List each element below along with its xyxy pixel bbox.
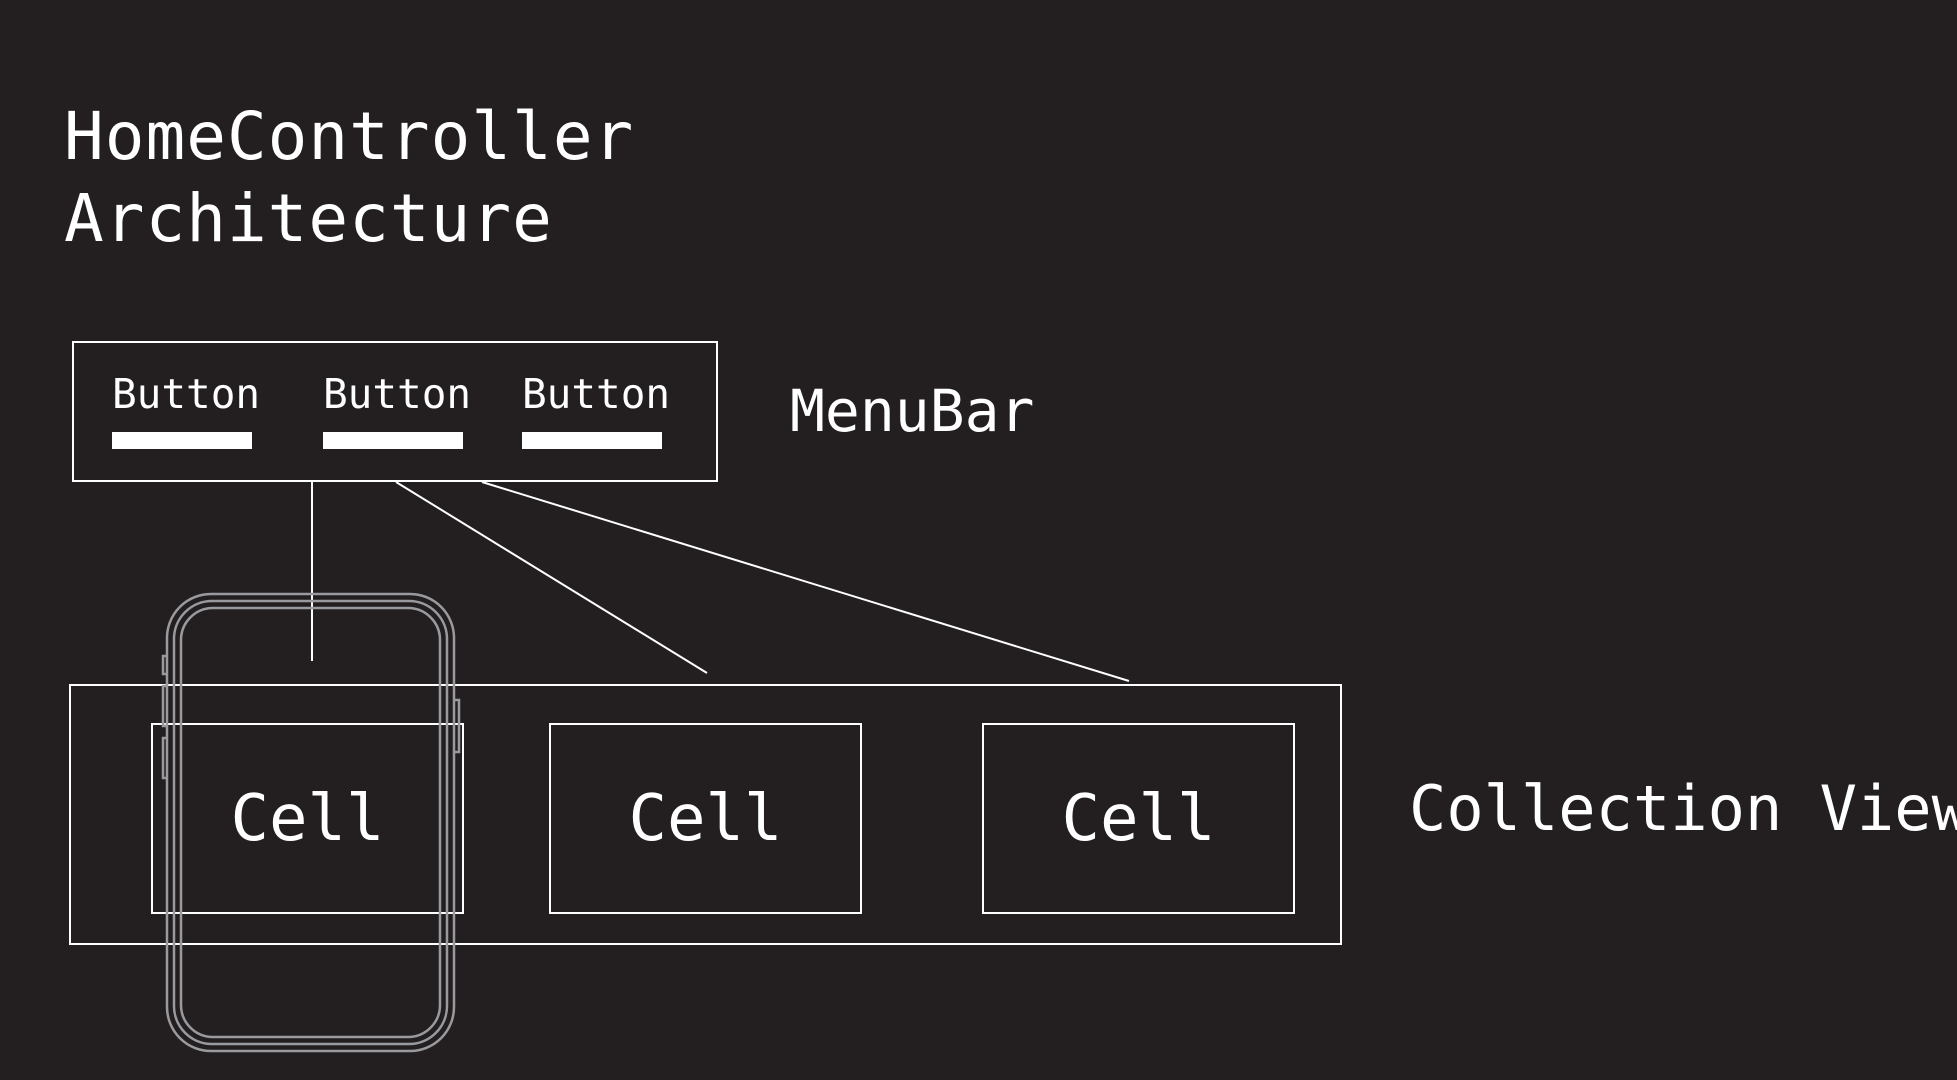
cell-label: Cell — [628, 781, 783, 856]
title-line-1: HomeController — [64, 98, 635, 175]
menu-button-label: Button — [522, 370, 671, 418]
collection-cell-2[interactable]: Cell — [549, 723, 862, 914]
collection-view-box — [69, 684, 1342, 945]
collection-view-label: Collection View — [1409, 772, 1957, 845]
connector-line-3 — [481, 481, 1130, 682]
cell-label: Cell — [230, 781, 385, 856]
menu-button-indicator — [112, 432, 252, 449]
menubar-label: MenuBar — [790, 377, 1035, 445]
menu-button-indicator — [323, 432, 463, 449]
menu-button-2[interactable]: Button — [323, 370, 472, 452]
collection-cell-3[interactable]: Cell — [982, 723, 1295, 914]
title-line-2: Architecture — [64, 180, 553, 257]
menu-button-3[interactable]: Button — [522, 370, 671, 452]
menubar-box — [72, 341, 718, 482]
connector-line-2 — [395, 481, 708, 674]
page-title: HomeController Architecture — [64, 96, 634, 260]
cell-label: Cell — [1061, 781, 1216, 856]
menu-button-label: Button — [112, 370, 261, 418]
menu-button-label: Button — [323, 370, 472, 418]
collection-cell-1[interactable]: Cell — [151, 723, 464, 914]
menu-button-indicator — [522, 432, 662, 449]
connector-lines — [311, 481, 1130, 682]
menu-button-1[interactable]: Button — [112, 370, 261, 452]
